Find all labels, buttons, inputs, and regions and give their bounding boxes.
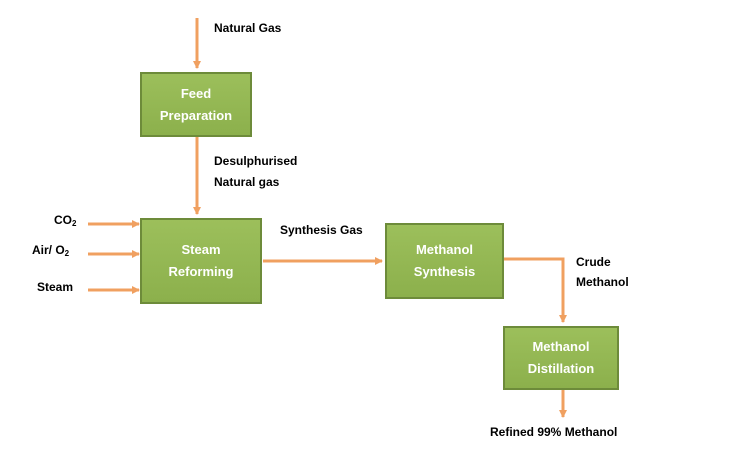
- air-o2-label-base: Air/ O: [32, 243, 65, 257]
- methanol-synthesis-line2: Synthesis: [413, 264, 476, 279]
- desulphurised-label-line2: Natural gas: [214, 175, 280, 189]
- air-o2-label: Air/ O2: [32, 239, 69, 265]
- steam-label: Steam: [37, 280, 74, 294]
- steam-reforming-box: Steam Reforming: [140, 218, 262, 304]
- synthesis-gas-label: Synthesis Gas: [280, 223, 363, 237]
- methanol-synthesis-line1: Methanol: [415, 242, 474, 257]
- co2-label-base: CO: [54, 213, 72, 227]
- methanol-distillation-line2: Distillation: [527, 361, 595, 376]
- methanol-distillation-box: Methanol Distillation: [503, 326, 619, 390]
- feed-preparation-box: Feed Preparation: [140, 72, 252, 137]
- crude-methanol-label-line1: Crude: [576, 255, 611, 269]
- steam-reforming-line1: Steam: [181, 242, 221, 257]
- crude-methanol-label-line2: Methanol: [576, 275, 629, 289]
- air-o2-label-subscript: 2: [64, 249, 70, 258]
- crude-methanol-arrow: [504, 257, 567, 323]
- desulphurised-label-line1: Desulphurised: [214, 154, 298, 168]
- methanol-synthesis-box: Methanol Synthesis: [385, 223, 504, 299]
- steam-reforming-line2: Reforming: [168, 264, 234, 279]
- methanol-distillation-line1: Methanol: [532, 339, 590, 354]
- feed-preparation-line1: Feed: [180, 85, 212, 101]
- natural-gas-label: Natural Gas: [214, 21, 282, 35]
- co2-label-subscript: 2: [72, 219, 77, 228]
- co2-label: CO2: [54, 209, 76, 235]
- refined-methanol-label: Refined 99% Methanol: [490, 425, 618, 439]
- feed-preparation-line2: Preparation: [159, 107, 233, 123]
